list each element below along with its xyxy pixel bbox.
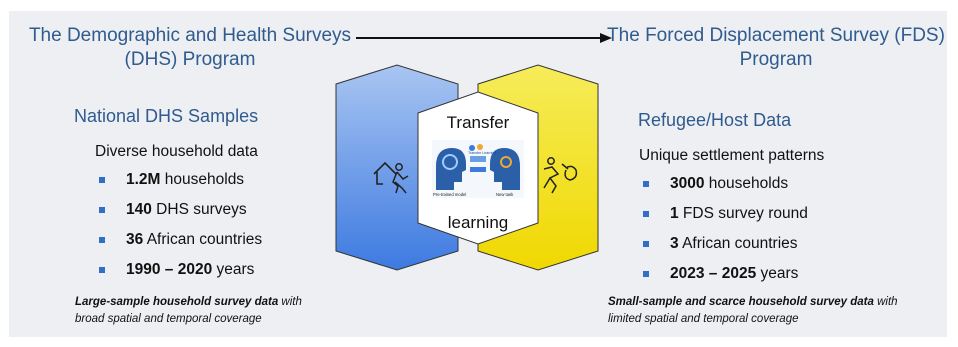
transfer-learning-illustration: Pre-trained model New task Transfer Lear… [432, 140, 524, 198]
transfer-label: Transfer [446, 113, 510, 132]
bullet-icon [643, 211, 649, 217]
pretrained-model-label: Pre-trained model [433, 192, 466, 197]
bullet-icon [99, 177, 105, 183]
list-item: 140 DHS surveys [95, 195, 262, 225]
bullet-icon [99, 207, 105, 213]
bullet-icon [643, 271, 649, 277]
household-displaced-icon [373, 161, 409, 194]
hexagon-overlap-diagram [335, 64, 599, 271]
list-item: 1990 – 2020 years [95, 255, 262, 285]
new-task-label: New task [496, 192, 514, 197]
dhs-program-title: The Demographic and Health Surveys (DHS)… [20, 24, 360, 72]
refugee-host-heading: Refugee/Host Data [638, 110, 792, 130]
fds-stats-list: 3000 households 1 FDS survey round 3 Afr… [639, 169, 808, 289]
refugee-migrant-icon [543, 157, 578, 194]
list-item: 1.2M households [95, 165, 262, 195]
dhs-title-line1: The Demographic and Health Surveys [28, 25, 352, 46]
list-item: 3000 households [639, 169, 808, 199]
left-lead-text: Diverse household data [95, 143, 258, 160]
right-lead-text: Unique settlement patterns [639, 147, 825, 164]
bullet-icon [643, 181, 649, 187]
fds-title-line1: The Forced Displacement Survey (FDS) [607, 25, 945, 46]
arrow-right-icon [356, 33, 612, 43]
dhs-coverage-note: Large-sample household survey data with … [75, 296, 302, 325]
national-dhs-heading: National DHS Samples [74, 106, 259, 126]
fds-coverage-note: Small-sample and scarce household survey… [608, 296, 898, 325]
dhs-stats-list: 1.2M households 140 DHS surveys 36 Afric… [95, 165, 262, 285]
bullet-icon [99, 237, 105, 243]
transfer-learning-mini-label: Transfer Learning [468, 151, 496, 155]
list-item: 36 African countries [95, 225, 262, 255]
fds-title-line2: Program [739, 49, 813, 70]
list-item: 1 FDS survey round [639, 199, 808, 229]
dhs-title-line2: (DHS) Program [124, 49, 256, 70]
bullet-icon [643, 241, 649, 247]
list-item: 2023 – 2025 years [639, 259, 808, 289]
learning-label: learning [447, 213, 509, 232]
fds-program-title: The Forced Displacement Survey (FDS) Pro… [606, 24, 946, 72]
list-item: 3 African countries [639, 229, 808, 259]
bullet-icon [99, 267, 105, 273]
hexagon-edges [417, 113, 419, 223]
